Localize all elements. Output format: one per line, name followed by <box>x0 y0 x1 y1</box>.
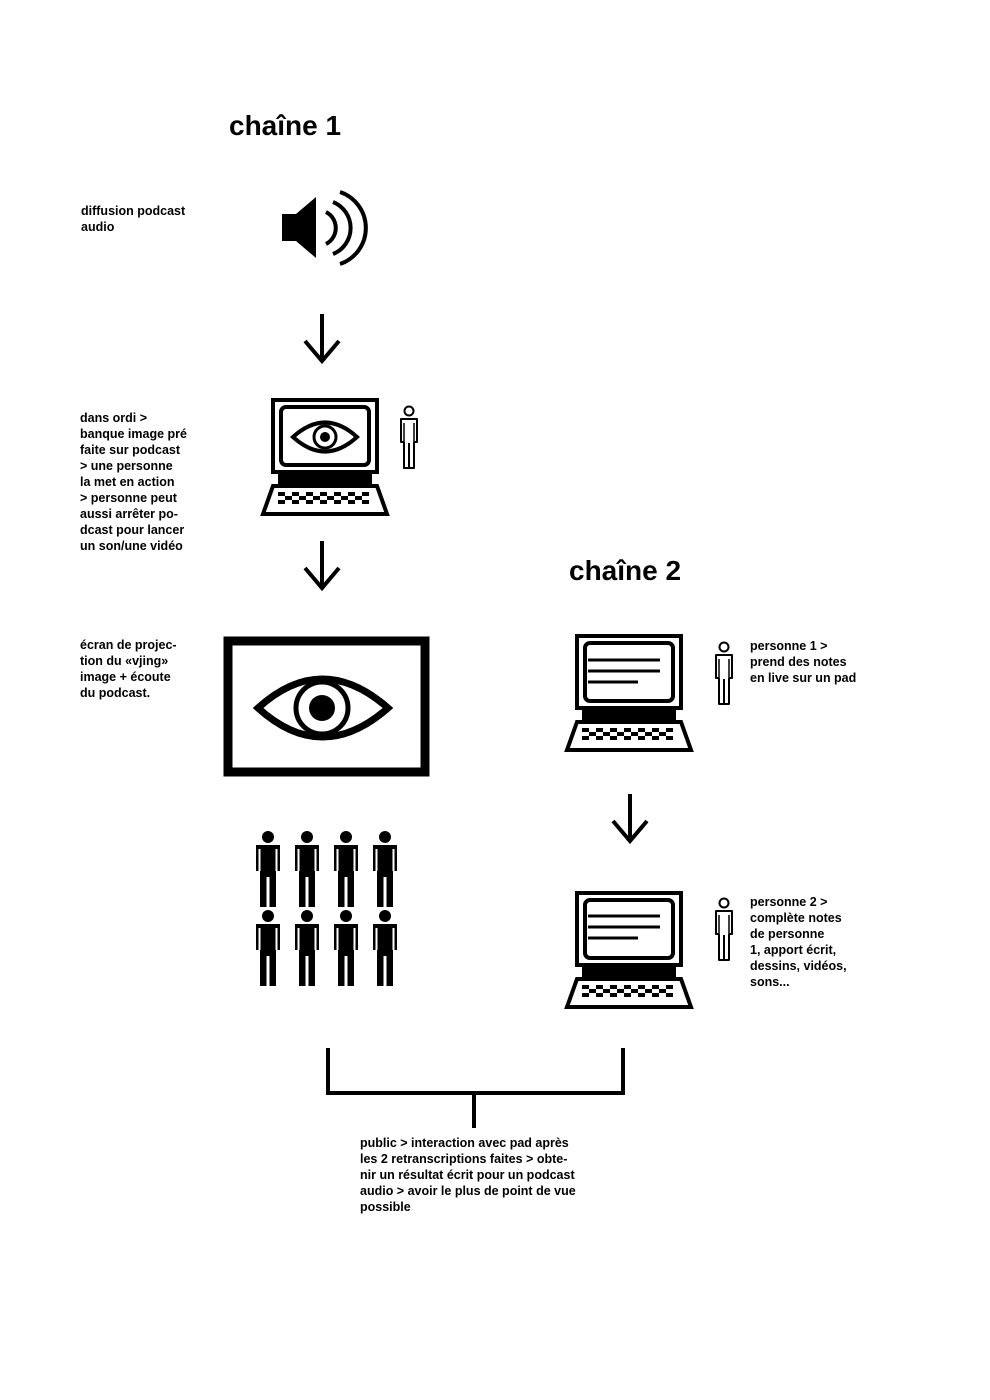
laptop-pad-icon <box>565 634 693 752</box>
chain-2-title: chaîne 2 <box>569 555 682 586</box>
audience-icon <box>256 831 397 986</box>
chain-1-title: chaîne 1 <box>229 110 342 141</box>
chain-1-step-3-note: écran de projec- tion du «vjing» image +… <box>80 638 177 700</box>
arrow-down-icon <box>611 792 649 843</box>
chain-2-step-2-note: personne 2 > complète notes de personne … <box>750 895 847 989</box>
laptop-eye-icon <box>261 398 389 516</box>
chain-1-step-1-note: diffusion podcast audio <box>81 204 186 234</box>
arrow-down-icon <box>303 312 341 363</box>
merge-bracket-icon <box>326 1048 625 1128</box>
person-outline-icon <box>400 405 418 469</box>
person-outline-icon <box>715 897 733 961</box>
projection-screen-icon <box>223 636 430 777</box>
chain-2-step-1-note: personne 1 > prend des notes en live sur… <box>750 639 857 685</box>
speaker-icon <box>282 190 368 266</box>
laptop-pad-icon <box>565 891 693 1009</box>
chain-1-step-2-note: dans ordi > banque image pré faite sur p… <box>80 411 187 553</box>
person-outline-icon <box>715 641 733 705</box>
arrow-down-icon <box>303 539 341 590</box>
result-note: public > interaction avec pad après les … <box>360 1136 576 1214</box>
